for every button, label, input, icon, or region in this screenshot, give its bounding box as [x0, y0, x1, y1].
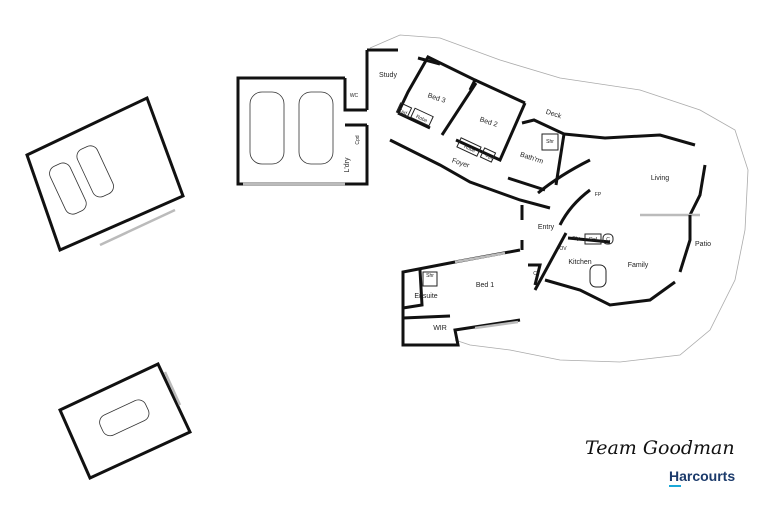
label-wc: WC — [350, 93, 359, 99]
label-bed3: Bed 3 — [427, 92, 447, 104]
label-bed1: Bed 1 — [476, 282, 494, 289]
label-patio: Patio — [695, 241, 711, 248]
label-laundry-cpd: Cpd — [355, 135, 361, 144]
car — [298, 91, 334, 165]
label-ensuite-shower: Shr — [426, 273, 434, 279]
label-bed3-cpd: Cpd — [397, 107, 408, 116]
label-wir: WIR — [433, 325, 447, 332]
label-entry: Entry — [538, 224, 555, 231]
label-bed3-robe: Robe — [415, 114, 429, 125]
site-boundary — [369, 34, 749, 363]
label-ensuite: Ensuite — [414, 293, 437, 300]
label-entry-c: C — [533, 271, 537, 277]
label-family: Family — [628, 262, 649, 269]
agency-branding: Team Goodman Harcourts — [585, 436, 765, 506]
detached-single-garage — [58, 362, 193, 480]
label-oven: OV — [559, 246, 567, 252]
car — [49, 162, 87, 215]
label-kitchen: Kitchen — [568, 259, 591, 266]
team-signature: Team Goodman — [585, 437, 735, 459]
detached-double-garage — [25, 95, 185, 253]
label-laundry: L'dry — [344, 157, 351, 172]
logo-accent-bar — [669, 485, 681, 487]
house-walls — [343, 48, 707, 347]
car — [76, 145, 114, 198]
label-foyer: Foyer — [451, 157, 471, 169]
label-bed2-robe: Robe — [463, 144, 477, 155]
label-bathroom: Bath'rm — [519, 152, 544, 166]
car — [99, 399, 150, 437]
label-kitchen-c: C — [606, 237, 610, 243]
label-study: Study — [379, 72, 397, 79]
harcourts-logo: Harcourts — [669, 468, 736, 484]
label-fireplace: FP — [595, 192, 602, 198]
label-fridge: Ref — [589, 237, 597, 243]
label-bath-shower: Shr — [546, 139, 554, 145]
label-pantry: Pty — [572, 236, 580, 242]
label-deck: Deck — [545, 109, 563, 121]
label-living: Living — [651, 175, 669, 182]
label-bed2-cpd: Cpd — [484, 152, 495, 161]
label-bed2: Bed 2 — [479, 116, 499, 128]
car — [249, 91, 285, 165]
